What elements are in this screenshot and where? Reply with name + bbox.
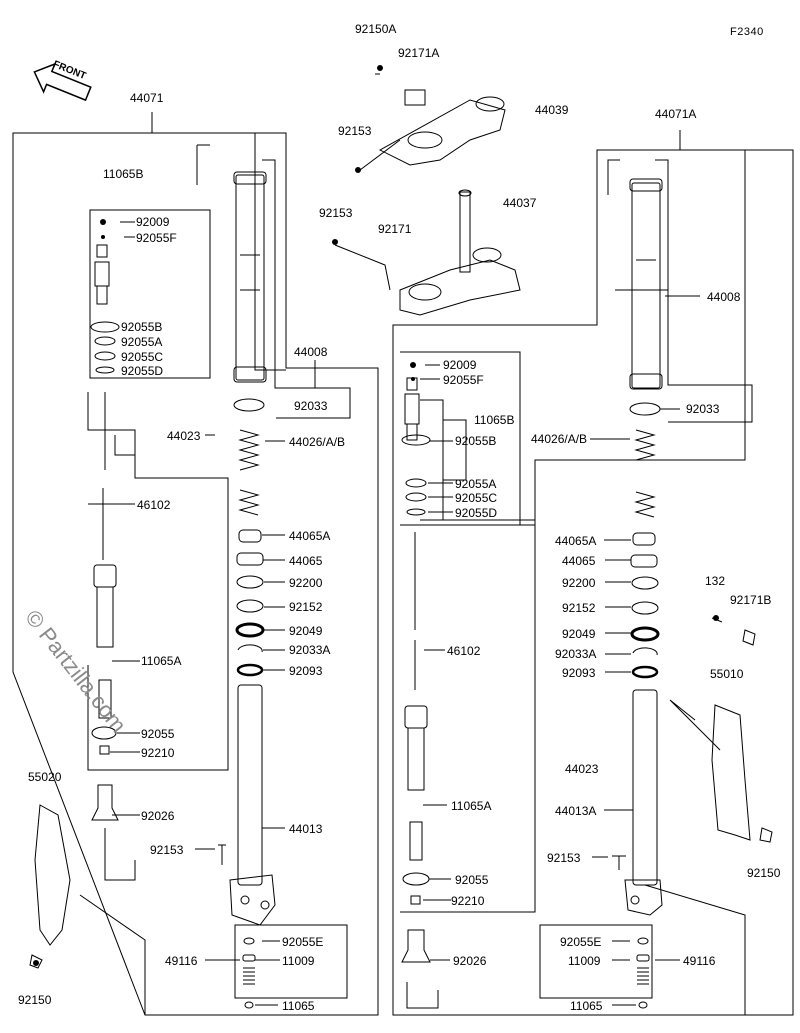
part-label[interactable]: 11065 xyxy=(282,999,315,1013)
part-label[interactable]: 92055D xyxy=(455,506,498,520)
left-assembly-outline xyxy=(12,112,379,1016)
lower-triple-clamp xyxy=(399,259,521,316)
part-label[interactable]: 44013 xyxy=(289,822,323,836)
part-label[interactable]: 92171 xyxy=(378,222,412,236)
right-inner-tube xyxy=(632,689,658,886)
part-label[interactable]: 92210 xyxy=(141,746,175,760)
part-label[interactable]: 92055E xyxy=(282,935,324,949)
part-label[interactable]: 92055A xyxy=(121,335,163,349)
front-arrow-icon xyxy=(33,62,92,102)
part-label[interactable]: 92026 xyxy=(141,809,175,823)
part-label[interactable]: 11009 xyxy=(282,954,315,968)
part-label[interactable]: 92200 xyxy=(562,576,596,590)
part-label[interactable]: 92093 xyxy=(289,664,323,678)
part-label[interactable]: 92153 xyxy=(338,124,372,138)
part-label[interactable]: 92171A xyxy=(398,46,440,60)
part-label[interactable]: 44065 xyxy=(562,554,596,568)
part-label[interactable]: 44008 xyxy=(707,290,741,304)
part-label[interactable]: 92153 xyxy=(319,206,353,220)
part-label[interactable]: 92150 xyxy=(18,993,52,1007)
part-label[interactable]: 44013A xyxy=(555,804,597,818)
part-label[interactable]: 92055E xyxy=(560,935,602,949)
part-label[interactable]: 44065 xyxy=(289,554,323,568)
part-label[interactable]: 11065A xyxy=(451,799,492,813)
part-label[interactable]: 49116 xyxy=(165,954,198,968)
part-label[interactable]: 92026 xyxy=(453,954,487,968)
part-label[interactable]: 92200 xyxy=(289,576,323,590)
part-label[interactable]: 44023 xyxy=(565,762,599,776)
part-label[interactable]: 11009 xyxy=(568,954,601,968)
part-label[interactable]: 92171B xyxy=(730,593,772,607)
part-label[interactable]: 92055F xyxy=(136,231,177,245)
part-label[interactable]: 92150 xyxy=(747,866,781,880)
part-label[interactable]: 92152 xyxy=(289,600,323,614)
part-label[interactable]: 92093 xyxy=(562,666,596,680)
left-inner-tube xyxy=(237,684,263,886)
part-label[interactable]: 92033 xyxy=(686,402,720,416)
part-label[interactable]: 46102 xyxy=(137,498,171,512)
part-label[interactable]: 92150A xyxy=(355,22,397,36)
left-outer-tube xyxy=(235,174,265,381)
part-label[interactable]: 11065 xyxy=(570,999,603,1013)
part-label[interactable]: 44026/A/B xyxy=(531,432,588,446)
part-label[interactable]: 92055B xyxy=(121,320,163,334)
part-label[interactable]: 92055B xyxy=(455,434,497,448)
right-assembly-outline xyxy=(392,130,794,1016)
part-label[interactable]: 92055C xyxy=(121,350,164,364)
part-label[interactable]: 92055D xyxy=(121,364,164,378)
part-label[interactable]: 44065A xyxy=(555,534,597,548)
part-label[interactable]: 92009 xyxy=(443,358,477,372)
part-label[interactable]: 11065B xyxy=(474,413,515,427)
part-label[interactable]: 11065A xyxy=(141,654,182,668)
part-label[interactable]: 55020 xyxy=(28,770,62,784)
part-label[interactable]: 44037 xyxy=(503,196,537,210)
upper-triple-clamp xyxy=(378,99,506,166)
part-label[interactable]: 44071A xyxy=(655,107,697,121)
part-label[interactable]: 92055 xyxy=(141,727,175,741)
part-label[interactable]: 92049 xyxy=(562,627,596,641)
part-label[interactable]: 55010 xyxy=(710,667,744,681)
part-label[interactable]: 92009 xyxy=(136,215,170,229)
part-label[interactable]: 44008 xyxy=(294,345,328,359)
part-label[interactable]: 46102 xyxy=(447,644,481,658)
left-spring xyxy=(238,429,260,516)
part-label[interactable]: 92055F xyxy=(443,373,484,387)
part-label[interactable]: 92033A xyxy=(289,643,331,657)
part-label[interactable]: 92033 xyxy=(294,399,328,413)
right-spring xyxy=(634,429,656,518)
part-label[interactable]: 92049 xyxy=(289,624,323,638)
part-label[interactable]: 44071 xyxy=(130,91,164,105)
right-fork-guard xyxy=(711,704,751,841)
part-label[interactable]: 44023 xyxy=(167,429,201,443)
part-label[interactable]: 92033A xyxy=(555,647,597,661)
part-label[interactable]: 92055A xyxy=(455,477,497,491)
part-label[interactable]: 49116 xyxy=(683,954,716,968)
part-label[interactable]: 44026/A/B xyxy=(289,435,346,449)
part-label[interactable]: 92210 xyxy=(451,894,485,908)
part-label[interactable]: 132 xyxy=(705,574,726,588)
diagram-code: F2340 xyxy=(730,26,764,38)
part-label[interactable]: 92153 xyxy=(150,843,184,857)
part-label[interactable]: 44065A xyxy=(289,529,331,543)
left-fork-guard xyxy=(34,804,71,946)
part-label[interactable]: 92055 xyxy=(455,873,489,887)
part-label[interactable]: 92055C xyxy=(455,491,498,505)
part-label[interactable]: 11065B xyxy=(103,167,144,181)
right-outer-tube xyxy=(631,182,661,389)
part-label[interactable]: 92153 xyxy=(547,851,581,865)
part-label[interactable]: 44039 xyxy=(535,103,569,117)
part-label[interactable]: 92152 xyxy=(562,601,596,615)
